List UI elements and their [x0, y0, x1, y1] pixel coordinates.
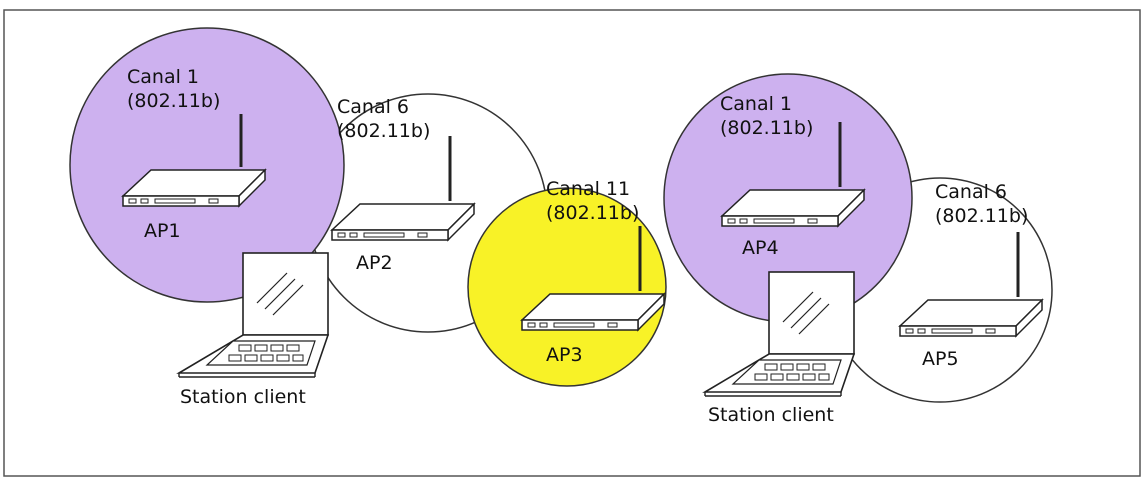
laptop-screen: [768, 271, 855, 355]
router-front: [899, 325, 1017, 337]
key: [786, 373, 800, 381]
screen-glare: [256, 272, 288, 304]
key: [228, 354, 242, 362]
router-led: [337, 232, 346, 238]
zone-5-label: Canal 6 (802.11b): [935, 180, 1028, 228]
key: [260, 354, 274, 362]
key: [770, 373, 784, 381]
zone-3-label: Canal 11 (802.11b): [546, 177, 639, 225]
router-front: [122, 195, 240, 207]
router-led: [807, 218, 818, 224]
key: [812, 363, 826, 371]
laptop-2: [702, 271, 856, 397]
zone-3-standard: (802.11b): [546, 202, 640, 224]
access-point-3: [520, 226, 666, 332]
zone-2-channel: Canal 6: [337, 96, 410, 118]
key: [796, 363, 810, 371]
router-led: [128, 198, 137, 204]
ap2-label: AP2: [356, 252, 393, 274]
zone-2-label: Canal 6 (802.11b): [337, 95, 430, 143]
router-led: [349, 232, 358, 238]
router-display: [553, 322, 595, 328]
client-2-label: Station client: [708, 404, 834, 426]
router-led: [539, 322, 548, 328]
access-point-5: [898, 232, 1044, 338]
laptop-1: [176, 252, 330, 378]
zone-3-channel: Canal 11: [546, 178, 631, 200]
ap3-label: AP3: [546, 344, 583, 366]
ap4-label: AP4: [742, 237, 779, 259]
router-led: [607, 322, 618, 328]
router-led: [917, 328, 926, 334]
key: [802, 373, 816, 381]
key: [244, 354, 258, 362]
router-display: [931, 328, 973, 334]
router-led: [208, 198, 219, 204]
router-led: [985, 328, 996, 334]
router-led: [527, 322, 536, 328]
key: [286, 344, 300, 352]
zone-2-standard: (802.11b): [337, 120, 431, 142]
laptop-screen: [242, 252, 329, 336]
zone-4-label: Canal 1 (802.11b): [720, 92, 813, 140]
ap5-label: AP5: [922, 348, 959, 370]
zone-1-standard: (802.11b): [127, 90, 221, 112]
key: [818, 373, 830, 381]
zone-1-label: Canal 1 (802.11b): [127, 65, 220, 113]
diagram-frame: [3, 9, 1141, 477]
coverage-zone-3: [467, 187, 667, 387]
key: [754, 373, 768, 381]
key: [254, 344, 268, 352]
screen-glare: [798, 303, 830, 335]
ap1-label: AP1: [144, 220, 181, 242]
screen-glare: [264, 278, 296, 310]
key: [780, 363, 794, 371]
router-display: [363, 232, 405, 238]
router-front: [721, 215, 839, 227]
zone-4-channel: Canal 1: [720, 93, 793, 115]
key: [292, 354, 304, 362]
key: [238, 344, 252, 352]
key: [276, 354, 290, 362]
coverage-zone-1: [69, 27, 345, 303]
router-display: [753, 218, 795, 224]
zone-4-standard: (802.11b): [720, 117, 814, 139]
zone-5-channel: Canal 6: [935, 181, 1008, 203]
router-display: [154, 198, 196, 204]
access-point-4: [720, 122, 866, 228]
access-point-1: [121, 114, 267, 208]
router-front: [331, 229, 449, 241]
router-led: [417, 232, 428, 238]
screen-glare: [782, 291, 814, 323]
router-led: [140, 198, 149, 204]
access-point-2: [330, 136, 476, 242]
zone-1-channel: Canal 1: [127, 66, 200, 88]
zone-5-standard: (802.11b): [935, 205, 1029, 227]
screen-glare: [272, 284, 304, 316]
key: [270, 344, 284, 352]
router-front: [521, 319, 639, 331]
screen-glare: [790, 297, 822, 329]
client-1-label: Station client: [180, 386, 306, 408]
router-led: [739, 218, 748, 224]
router-led: [905, 328, 914, 334]
router-led: [727, 218, 736, 224]
key: [764, 363, 778, 371]
